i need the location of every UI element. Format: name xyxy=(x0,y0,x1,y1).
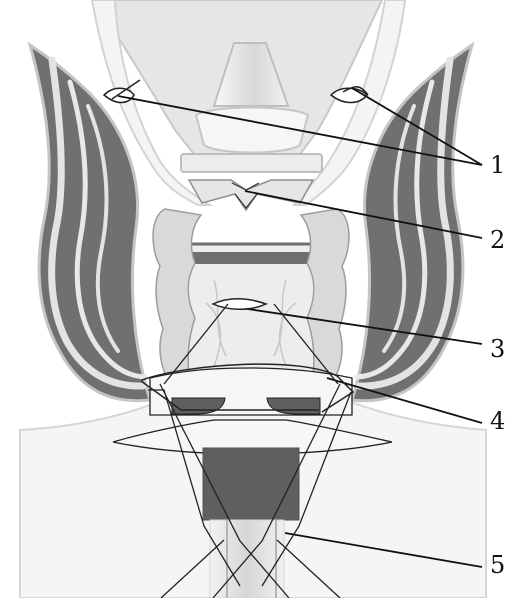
stapler-shaft-upper xyxy=(203,448,299,520)
chamber-top-bar xyxy=(179,252,321,264)
anvil-ring xyxy=(181,154,322,172)
